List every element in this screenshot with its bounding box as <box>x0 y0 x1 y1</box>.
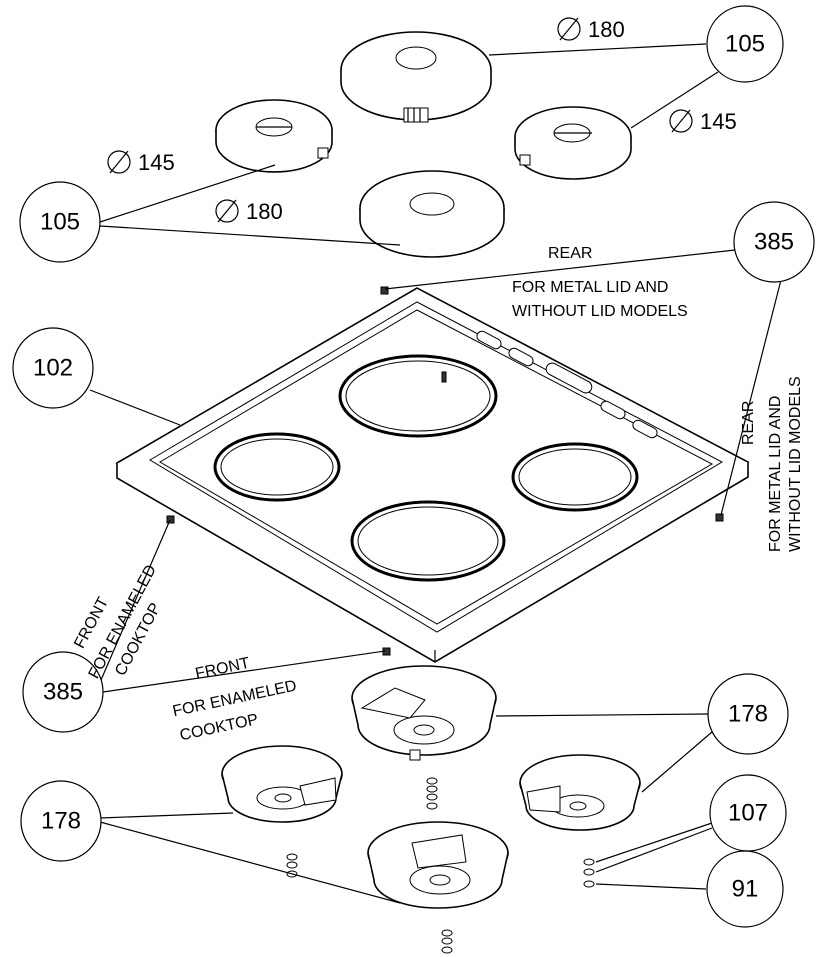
callout-178-left: 178 <box>20 780 102 862</box>
bowl-rear-large <box>351 665 497 761</box>
note-line: WITHOUT LID MODELS <box>512 303 688 320</box>
callout-label: 105 <box>40 209 80 236</box>
note-line: FOR METAL LID AND <box>512 279 668 296</box>
callout-label: 178 <box>728 701 768 728</box>
clip-rear-right <box>715 513 724 522</box>
leader-lines <box>89 17 783 904</box>
callout-label: 107 <box>728 800 768 827</box>
callout-105-left: 105 <box>19 181 101 263</box>
callout-label: 102 <box>33 355 73 382</box>
washers-right <box>583 858 595 888</box>
hotplate-rear-large <box>340 31 492 123</box>
callout-385-front: 385 <box>22 651 104 733</box>
note-line: FOR METAL LID AND <box>767 396 784 552</box>
washers-front <box>441 929 453 954</box>
bowl-front-large <box>367 821 509 909</box>
bowl-right-small <box>519 754 641 831</box>
callout-385-rear: 385 <box>733 201 815 283</box>
callout-label: 91 <box>732 876 759 903</box>
callout-178-right: 178 <box>707 673 789 755</box>
dimension-rear-small: 145 <box>669 109 737 134</box>
callout-105-top-right: 105 <box>706 5 784 83</box>
note-line: WITHOUT LID MODELS <box>787 376 804 552</box>
note-front: FRONT FOR ENAMELED COOKTOP <box>171 655 298 745</box>
dimension-value: 180 <box>588 17 625 42</box>
note-line: FOR ENAMELED <box>171 677 298 720</box>
clip-front-left <box>166 515 175 524</box>
hotplate-rear-right-small <box>514 106 632 180</box>
note-line: REAR <box>740 401 757 445</box>
dimension-value: 145 <box>700 109 737 134</box>
callout-label: 385 <box>43 679 83 706</box>
dimension-value: 145 <box>138 150 175 175</box>
washers-left <box>286 853 298 878</box>
bowl-left-small <box>221 745 343 823</box>
callout-label: 385 <box>754 229 794 256</box>
note-rear-vertical: REAR FOR METAL LID AND WITHOUT LID MODEL… <box>740 376 804 552</box>
hotplate-rear-left-small <box>215 99 333 173</box>
callout-107: 107 <box>709 774 787 852</box>
callout-label: 105 <box>725 31 765 58</box>
note-line: REAR <box>548 245 592 262</box>
dimension-front-small: 145 <box>107 150 175 175</box>
callout-91: 91 <box>706 850 784 928</box>
cooktop-panel <box>115 287 750 663</box>
note-rear: REAR FOR METAL LID AND WITHOUT LID MODEL… <box>512 245 688 320</box>
washers-rear <box>426 777 438 810</box>
dimension-value: 180 <box>246 199 283 224</box>
dimension-front-large: 180 <box>215 199 283 224</box>
callout-label: 178 <box>41 808 81 835</box>
clip-rear-left <box>380 286 389 295</box>
callout-102: 102 <box>12 327 94 409</box>
note-line: FRONT <box>194 655 252 683</box>
dimension-rear-large: 180 <box>557 17 625 42</box>
